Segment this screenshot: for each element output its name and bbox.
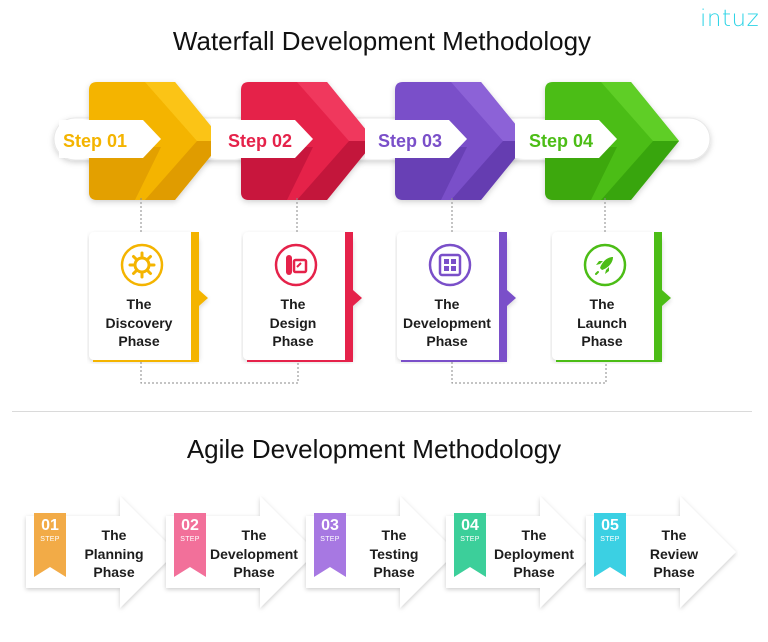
connector-lines (140, 198, 607, 384)
step-number: 01 (41, 517, 59, 534)
phase-card-3: The Development Phase (395, 230, 516, 362)
gear-icon (120, 243, 164, 287)
step-ribbon (174, 513, 206, 577)
code-window-icon (428, 243, 472, 287)
phase-name: The Development Phase (403, 296, 491, 349)
step-number: 03 (321, 517, 339, 534)
track-band (59, 120, 617, 158)
phase-name: The Design Phase (269, 296, 317, 349)
agile-title: Agile Development Methodology (186, 434, 562, 464)
agile-phase-name: The Deployment Phase (493, 527, 575, 580)
agile-phase-name: The Development Phase (210, 527, 298, 580)
step-word: STEP (600, 536, 620, 543)
agile-step-1: 01 STEP The Planning Phase (22, 494, 176, 610)
agile-step-5: 05 STEP The Review Phase (582, 494, 736, 610)
step-number: 02 (181, 517, 199, 534)
step-number: 04 (461, 517, 479, 534)
intuz-logo: intuz (700, 6, 760, 32)
rocket-icon (583, 243, 627, 287)
card-background (552, 232, 671, 362)
step-label-1: Step 01 (63, 131, 128, 151)
agile-phase-name: The Testing Phase (369, 527, 419, 580)
step-ribbon (314, 513, 346, 577)
phase-name: The Discovery Phase (105, 296, 173, 349)
phase-name: The Launch Phase (577, 296, 627, 349)
agile-step-3: 03 STEP The Testing Phase (302, 494, 456, 610)
phase-card-2: The Design Phase (241, 230, 362, 362)
step-word: STEP (460, 536, 480, 543)
agile-step-4: 04 STEP The Deployment Phase (442, 494, 596, 610)
step-number: 05 (601, 517, 619, 534)
phase-card-4: The Launch Phase (550, 230, 671, 362)
card-background (243, 232, 362, 362)
card-background (89, 232, 208, 362)
step-label-4: Step 04 (529, 131, 594, 151)
step-ribbon (34, 513, 66, 577)
agile-step-2: 02 STEP The Development Phase (162, 494, 316, 610)
card-background (397, 232, 516, 362)
step-label-2: Step 02 (228, 131, 293, 151)
waterfall-title: Waterfall Development Methodology (172, 26, 592, 56)
step-word: STEP (180, 536, 200, 543)
agile-phase-name: The Planning Phase (84, 527, 144, 580)
step-ribbon (454, 513, 486, 577)
step-word: STEP (40, 536, 60, 543)
step-label-3: Step 03 (378, 131, 443, 151)
step-word: STEP (320, 536, 340, 543)
section-divider (12, 411, 752, 412)
design-tools-icon (274, 243, 318, 287)
step-ribbon (594, 513, 626, 577)
phase-card-1: The Discovery Phase (87, 230, 208, 362)
agile-phase-name: The Review Phase (649, 527, 699, 580)
step-chevron-3 (395, 82, 529, 200)
